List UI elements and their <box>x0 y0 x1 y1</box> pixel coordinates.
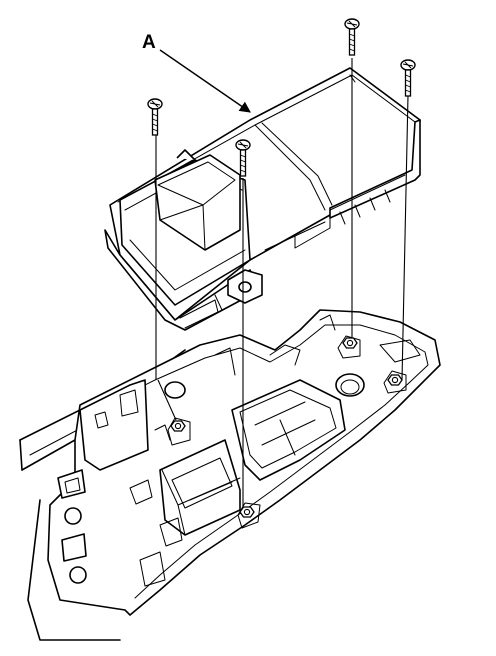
screw-far-right <box>400 59 416 97</box>
armrest-panel <box>19 309 441 641</box>
screw-upper-right <box>344 18 360 56</box>
nut-right-lower <box>387 374 403 386</box>
callout-label: A <box>142 32 156 53</box>
callout-arrow <box>159 49 251 113</box>
nut-bottom <box>239 506 255 518</box>
screw-left <box>147 98 163 136</box>
nut-right-upper <box>342 337 358 349</box>
guide-lines <box>155 58 409 508</box>
switch-assembly <box>104 67 421 331</box>
callout-a: A <box>142 32 251 113</box>
nut-left <box>170 420 186 432</box>
